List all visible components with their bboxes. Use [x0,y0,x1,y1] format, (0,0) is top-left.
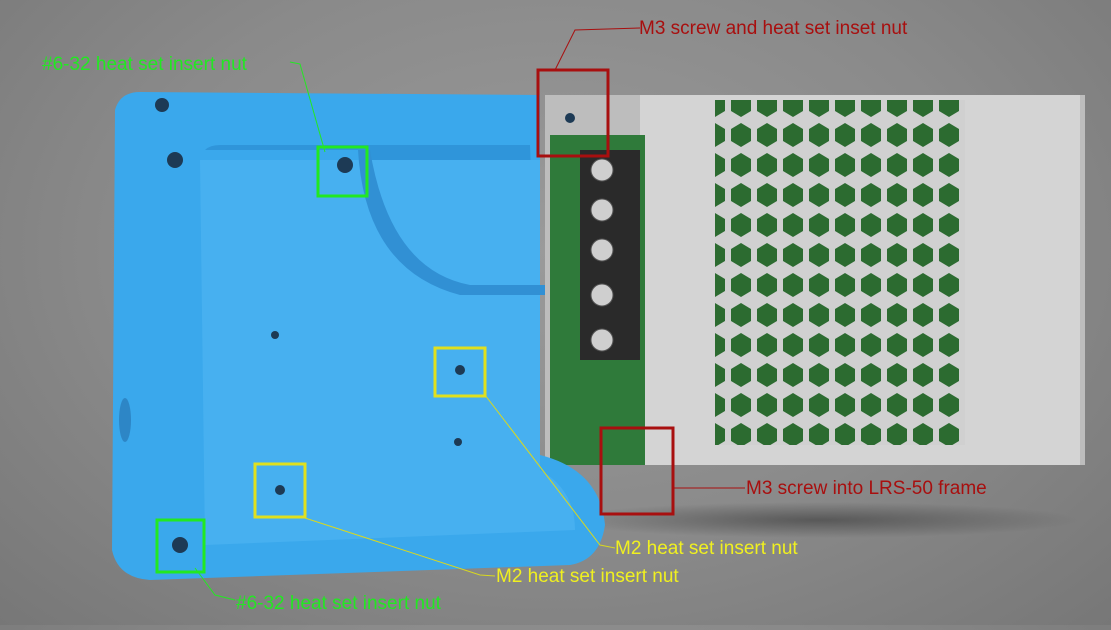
label-6-32-insert-bottom: #6-32 heat set insert nut [236,593,441,614]
callout-box-m3-top [536,68,610,158]
blue-enclosure [112,92,605,580]
callout-box-6-32-bottom [155,518,206,574]
label-m2-insert-upper: M2 heat set insert nut [615,538,798,559]
label-m3-screw-lrs50-frame: M3 screw into LRS-50 frame [746,478,987,499]
callout-box-6-32-top [316,145,369,198]
label-6-32-insert-top: #6-32 heat set insert nut [42,54,247,75]
callout-box-m2-lower [253,462,307,519]
callout-box-m3-frame [599,426,675,516]
callout-box-m2-upper [433,346,487,398]
lrs50-power-supply [545,95,1085,465]
label-m3-screw-inset-nut: M3 screw and heat set inset nut [639,18,908,39]
ground-shadow [560,502,1080,538]
label-m2-insert-lower: M2 heat set insert nut [496,566,679,587]
